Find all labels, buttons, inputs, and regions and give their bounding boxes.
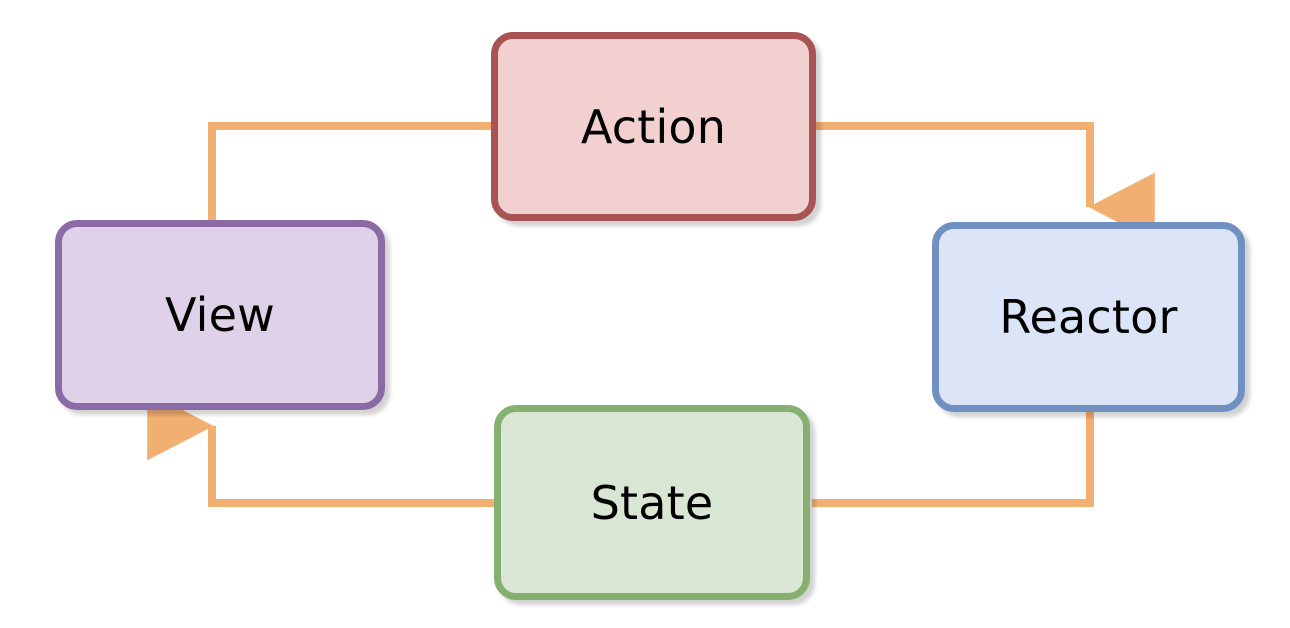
node-state[interactable]: State xyxy=(494,405,810,600)
edge-action-to-reactor xyxy=(816,122,1155,242)
node-action[interactable]: Action xyxy=(491,32,816,221)
node-state-label: State xyxy=(590,475,714,530)
edge-reactor-to-state xyxy=(812,412,1094,507)
node-view-label: View xyxy=(165,288,275,342)
node-view[interactable]: View xyxy=(55,220,385,410)
edge-view-to-action xyxy=(208,122,493,222)
edge-state-to-view xyxy=(147,391,494,507)
node-reactor-label: Reactor xyxy=(999,290,1178,344)
node-action-label: Action xyxy=(580,99,727,154)
node-reactor[interactable]: Reactor xyxy=(932,222,1245,412)
